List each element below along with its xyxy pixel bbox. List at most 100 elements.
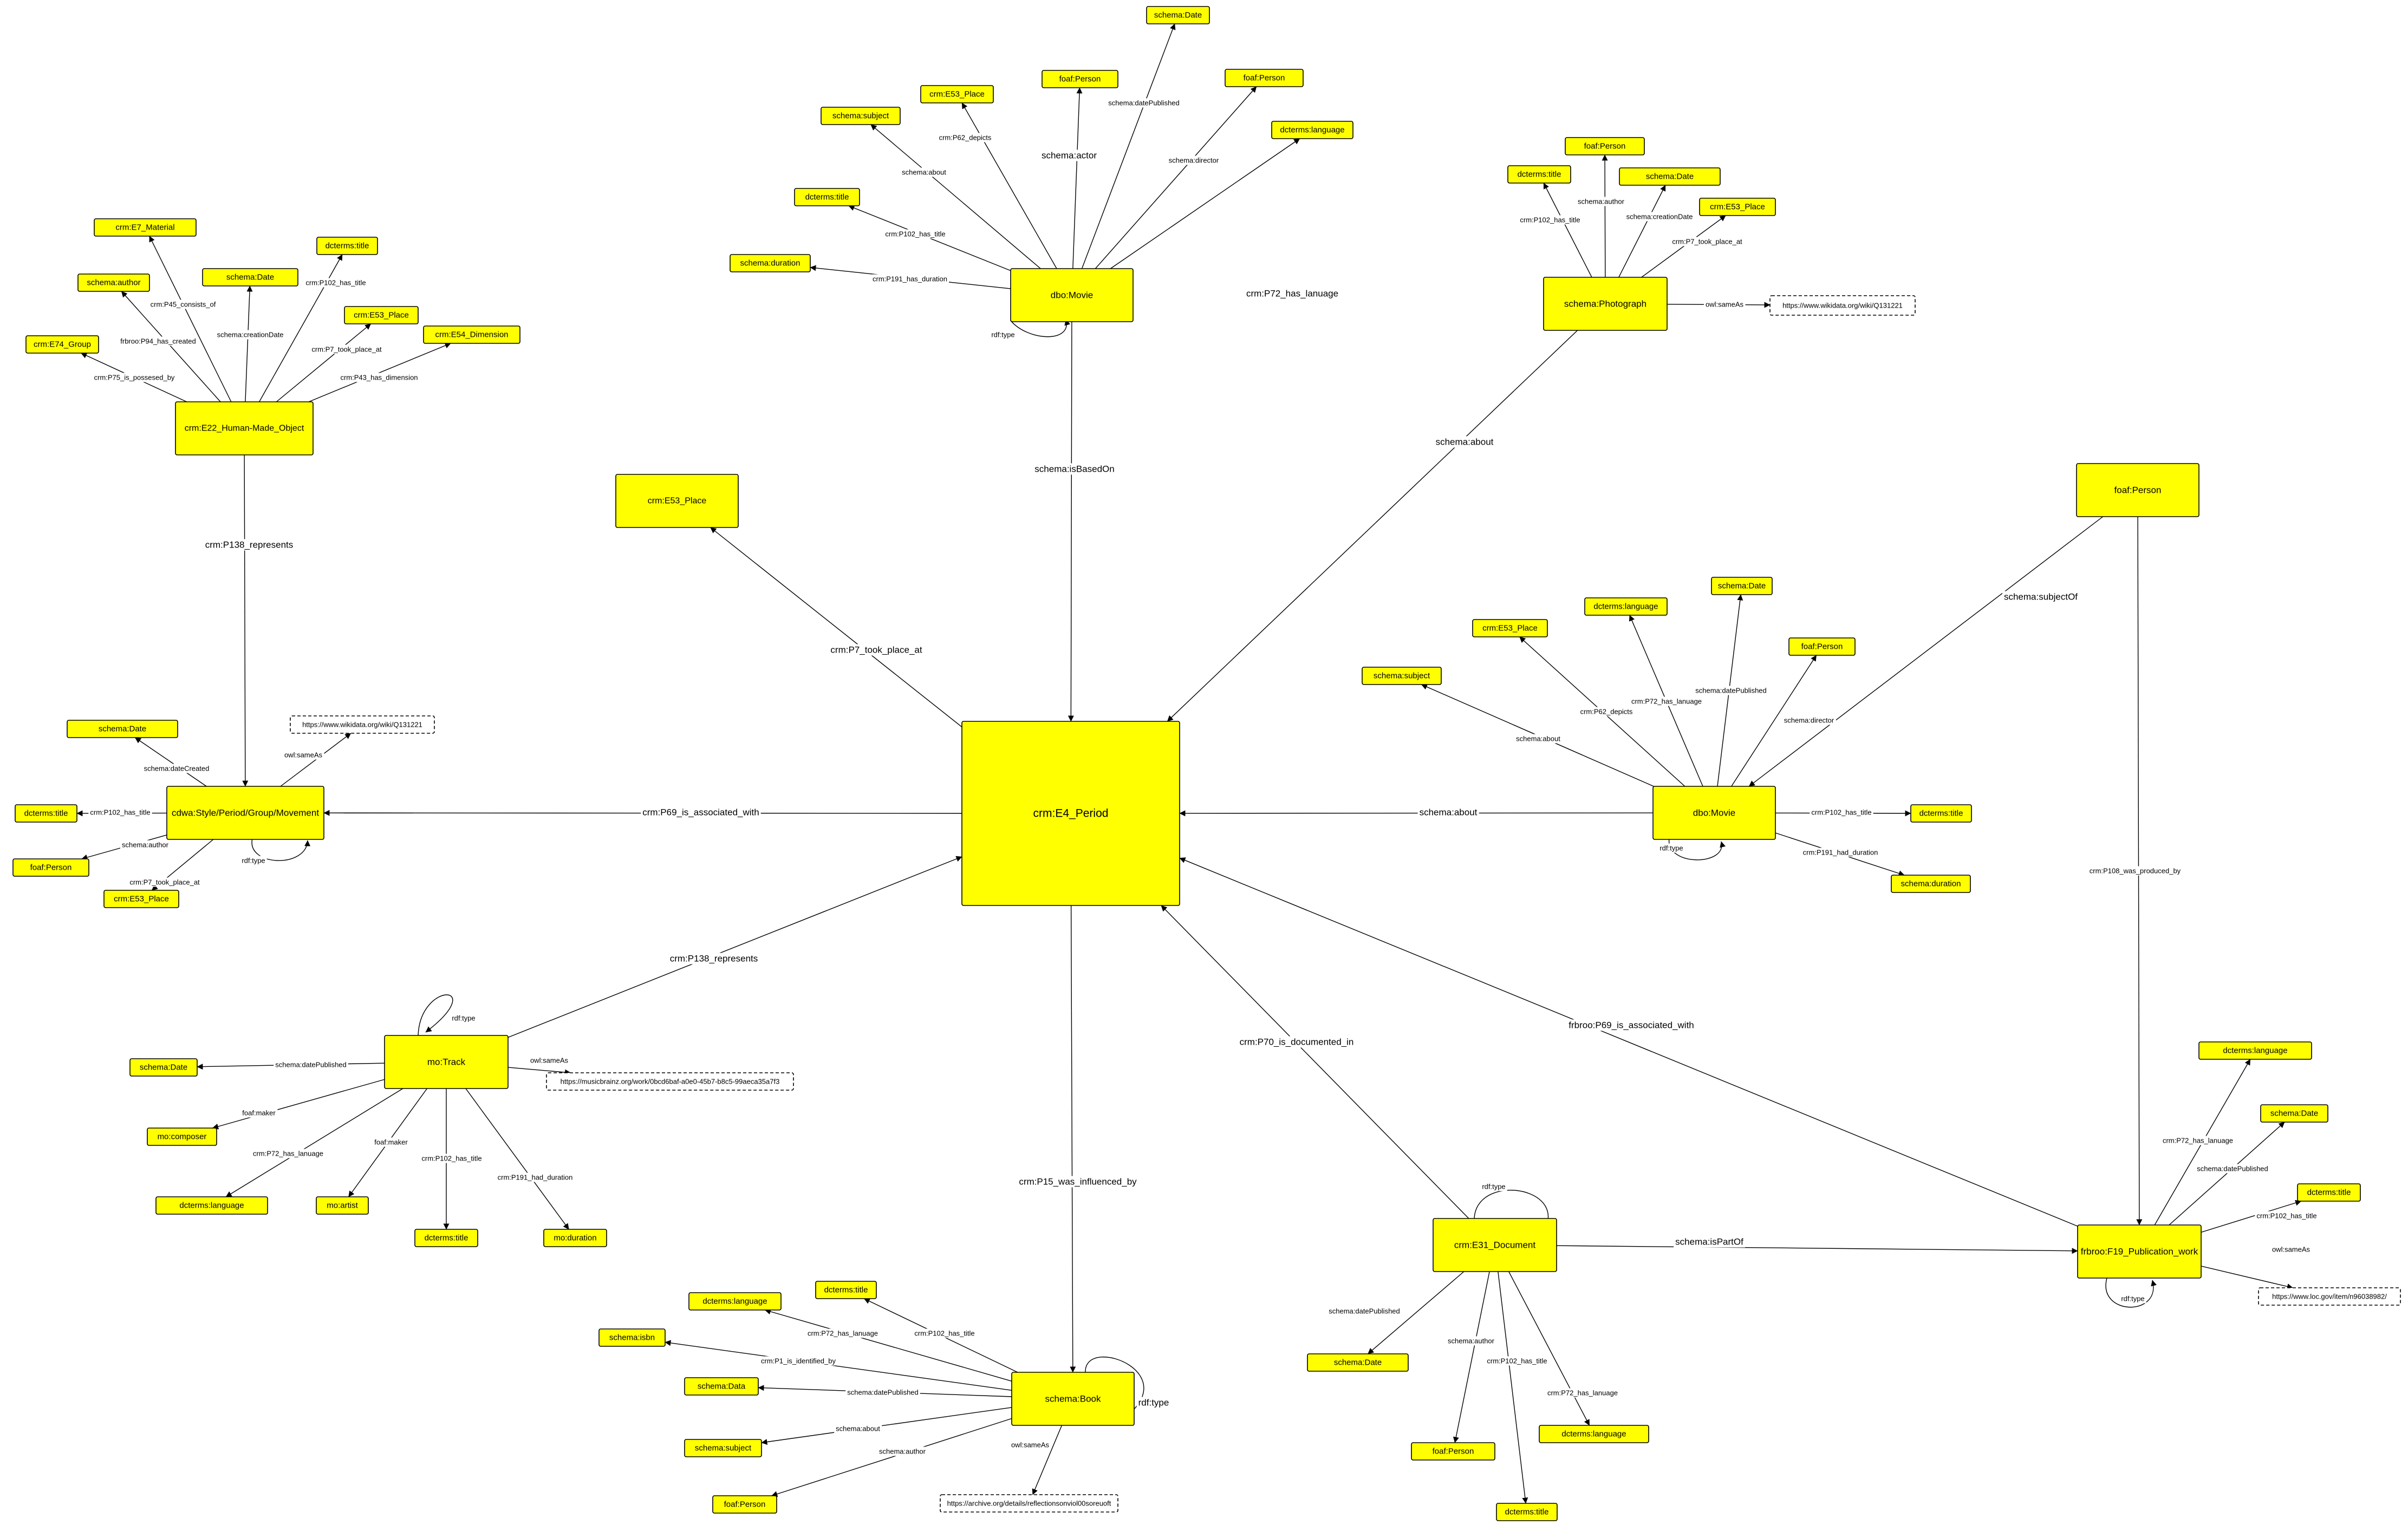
node-box [15, 804, 77, 823]
node-label: crm:E53_Place [114, 895, 169, 904]
edge-label: schema:datePublished [1695, 687, 1767, 695]
node-label: crm:E54_Dimension [435, 330, 508, 340]
node-bk-title: dcterms:title [815, 1281, 877, 1299]
node-tr-composer: mo:composer [147, 1128, 217, 1146]
edge-label: crm:P102_has_title [90, 809, 150, 817]
edge-label-bg [1567, 1019, 1696, 1031]
node-pub-lang: dcterms:language [2198, 1041, 2312, 1060]
node-label: foaf:Person [724, 1500, 766, 1509]
edge-photo-center [1167, 330, 1578, 722]
edge-label: schema:author [122, 841, 169, 849]
edge-line [1179, 857, 2078, 1227]
edge-line [1081, 23, 1176, 269]
node-m1-title: dcterms:title [794, 188, 860, 206]
self-loop-line [1010, 319, 1071, 337]
node-hmo-place: crm:E53_Place [344, 306, 419, 324]
edge-pub-pub-url [2201, 1266, 2293, 1289]
edge-line [1543, 183, 1592, 278]
edge-label: crm:P191_had_duration [1803, 849, 1878, 857]
edge-label: rdf:type [1482, 1183, 1505, 1191]
edge-pub-pub [2105, 1278, 2157, 1308]
node-label: https://www.wikidata.org/wiki/Q131221 [1782, 302, 1903, 310]
edge-label-bg [1624, 212, 1695, 221]
edge-line [134, 737, 207, 787]
node-label: dbo:Movie [1051, 290, 1093, 301]
edge-label: rdf:type [1659, 844, 1683, 852]
node-box [684, 1439, 762, 1457]
edge-photo-ph-title [1543, 183, 1592, 278]
node-tr-duration: mo:duration [543, 1229, 607, 1247]
edge-movie1-m1-lang [1110, 138, 1300, 269]
edge-track-tr-url [507, 1067, 571, 1076]
edge-label-bg [1009, 1440, 1051, 1450]
node-ph-place: crm:E53_Place [1699, 198, 1776, 216]
node-doc-date: schema:Date [1307, 1353, 1409, 1372]
edge-label-bg [2255, 1211, 2319, 1221]
node-label: crm:E53_Place [354, 311, 409, 320]
edge-line [710, 527, 962, 728]
edge-line [225, 1088, 403, 1197]
node-m2-place: crm:E53_Place [1472, 619, 1548, 637]
node-box [1496, 1503, 1558, 1521]
node-box [77, 273, 150, 292]
edge-label-bg [1629, 696, 1704, 706]
edge-pub-pub-title [2201, 1200, 2302, 1233]
node-label: https://www.loc.gov/item/n96038982/ [2272, 1293, 2387, 1301]
self-loop-line [418, 994, 453, 1036]
edge-label-bg [128, 877, 202, 887]
node-m2-lang: dcterms:language [1584, 597, 1668, 616]
edge-label: schema:actor [1042, 151, 1097, 161]
edge-track-track [418, 994, 453, 1036]
edge-label-bg [1238, 1036, 1356, 1048]
edge-label: schema:datePublished [275, 1061, 347, 1069]
edge-label: foaf:maker [242, 1109, 276, 1117]
node-label: schema:subject [832, 112, 889, 121]
node-m2-subject: schema:subject [1362, 667, 1442, 685]
edge-label-bg [1576, 197, 1626, 206]
node-label: dcterms:language [1561, 1430, 1626, 1439]
node-label: crm:E4_Period [1033, 807, 1109, 820]
edge-label-bg [1107, 98, 1181, 108]
edge-label: rdf:type [452, 1014, 475, 1022]
node-label: dcterms:title [1505, 1508, 1549, 1517]
node-label: schema:subject [695, 1444, 752, 1453]
edge-label-bg [641, 806, 761, 818]
node-label: schema:duration [740, 259, 801, 268]
edge-label-bg [900, 167, 948, 177]
edge-line [280, 733, 352, 787]
edge-label-bg [2270, 1244, 2312, 1254]
edge-label: owl:sameAs [1011, 1441, 1050, 1449]
edge-labels-layer: schema:isBasedOnschema:datePublishedcrm:… [88, 98, 2319, 1456]
edge-doc-doc-date [1368, 1271, 1465, 1354]
node-label: schema:author [87, 278, 140, 288]
edge-label: crm:P191_had_duration [498, 1174, 573, 1182]
edge-label-bg [870, 274, 949, 284]
edge-label-bg [251, 1149, 326, 1158]
edge-style-st-date [134, 737, 207, 787]
edge-hmo-hmo-date [245, 285, 253, 402]
node-place-center: crm:E53_Place [615, 474, 739, 528]
edge-label-bg [1167, 155, 1221, 165]
edge-track-center [507, 856, 962, 1038]
node-box [1910, 804, 1972, 823]
node-box [316, 237, 378, 255]
node-hmo-title: dcterms:title [316, 237, 378, 255]
edge-label-bg [1578, 707, 1635, 716]
edge-movie1-m1-subject [870, 124, 1041, 269]
node-label: dcterms:language [702, 1297, 767, 1306]
edge-style-style [251, 838, 311, 861]
edge-label-bg [274, 1060, 348, 1070]
edge-label: schema:about [836, 1425, 880, 1433]
edge-label: schema:director [1784, 716, 1834, 725]
node-hmo-author: schema:author [77, 273, 150, 292]
node-box [2076, 463, 2199, 517]
node-box [316, 1196, 369, 1215]
edge-label: schema:datePublished [1108, 99, 1180, 107]
node-box [1011, 1372, 1135, 1426]
edge-label-bg [1039, 149, 1099, 161]
node-st-place: crm:E53_Place [103, 890, 179, 908]
edge-line [1731, 655, 1817, 787]
node-tr-lang: dcterms:language [155, 1196, 268, 1215]
node-box [815, 1281, 877, 1299]
node-hmo-material: crm:E7_Material [94, 218, 197, 237]
